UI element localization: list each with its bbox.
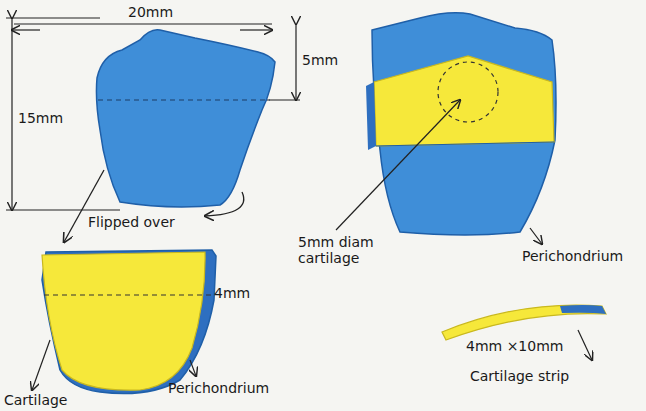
dimension-label: 5mm [302,52,338,68]
dimension-lines [6,18,300,210]
callout-label: Cartilage strip [470,368,569,384]
dimension-label: 4mm [214,285,250,301]
dimension-label: 4mm ×10mm [466,338,563,354]
cartilage-strip [442,305,606,340]
callout-label: Perichondrium [522,248,623,264]
callout-label: Perichondrium [168,380,269,396]
perichondrium-graft [96,30,275,207]
perichondrium-base [372,13,556,235]
callout-label: 5mm diam cartilage [298,234,384,266]
callout-label: Cartilage [4,392,67,408]
note-label: Flipped over [88,214,175,230]
dimension-label: 15mm [18,110,63,126]
cartilage-face [42,252,205,390]
dimension-label: 20mm [128,4,173,20]
